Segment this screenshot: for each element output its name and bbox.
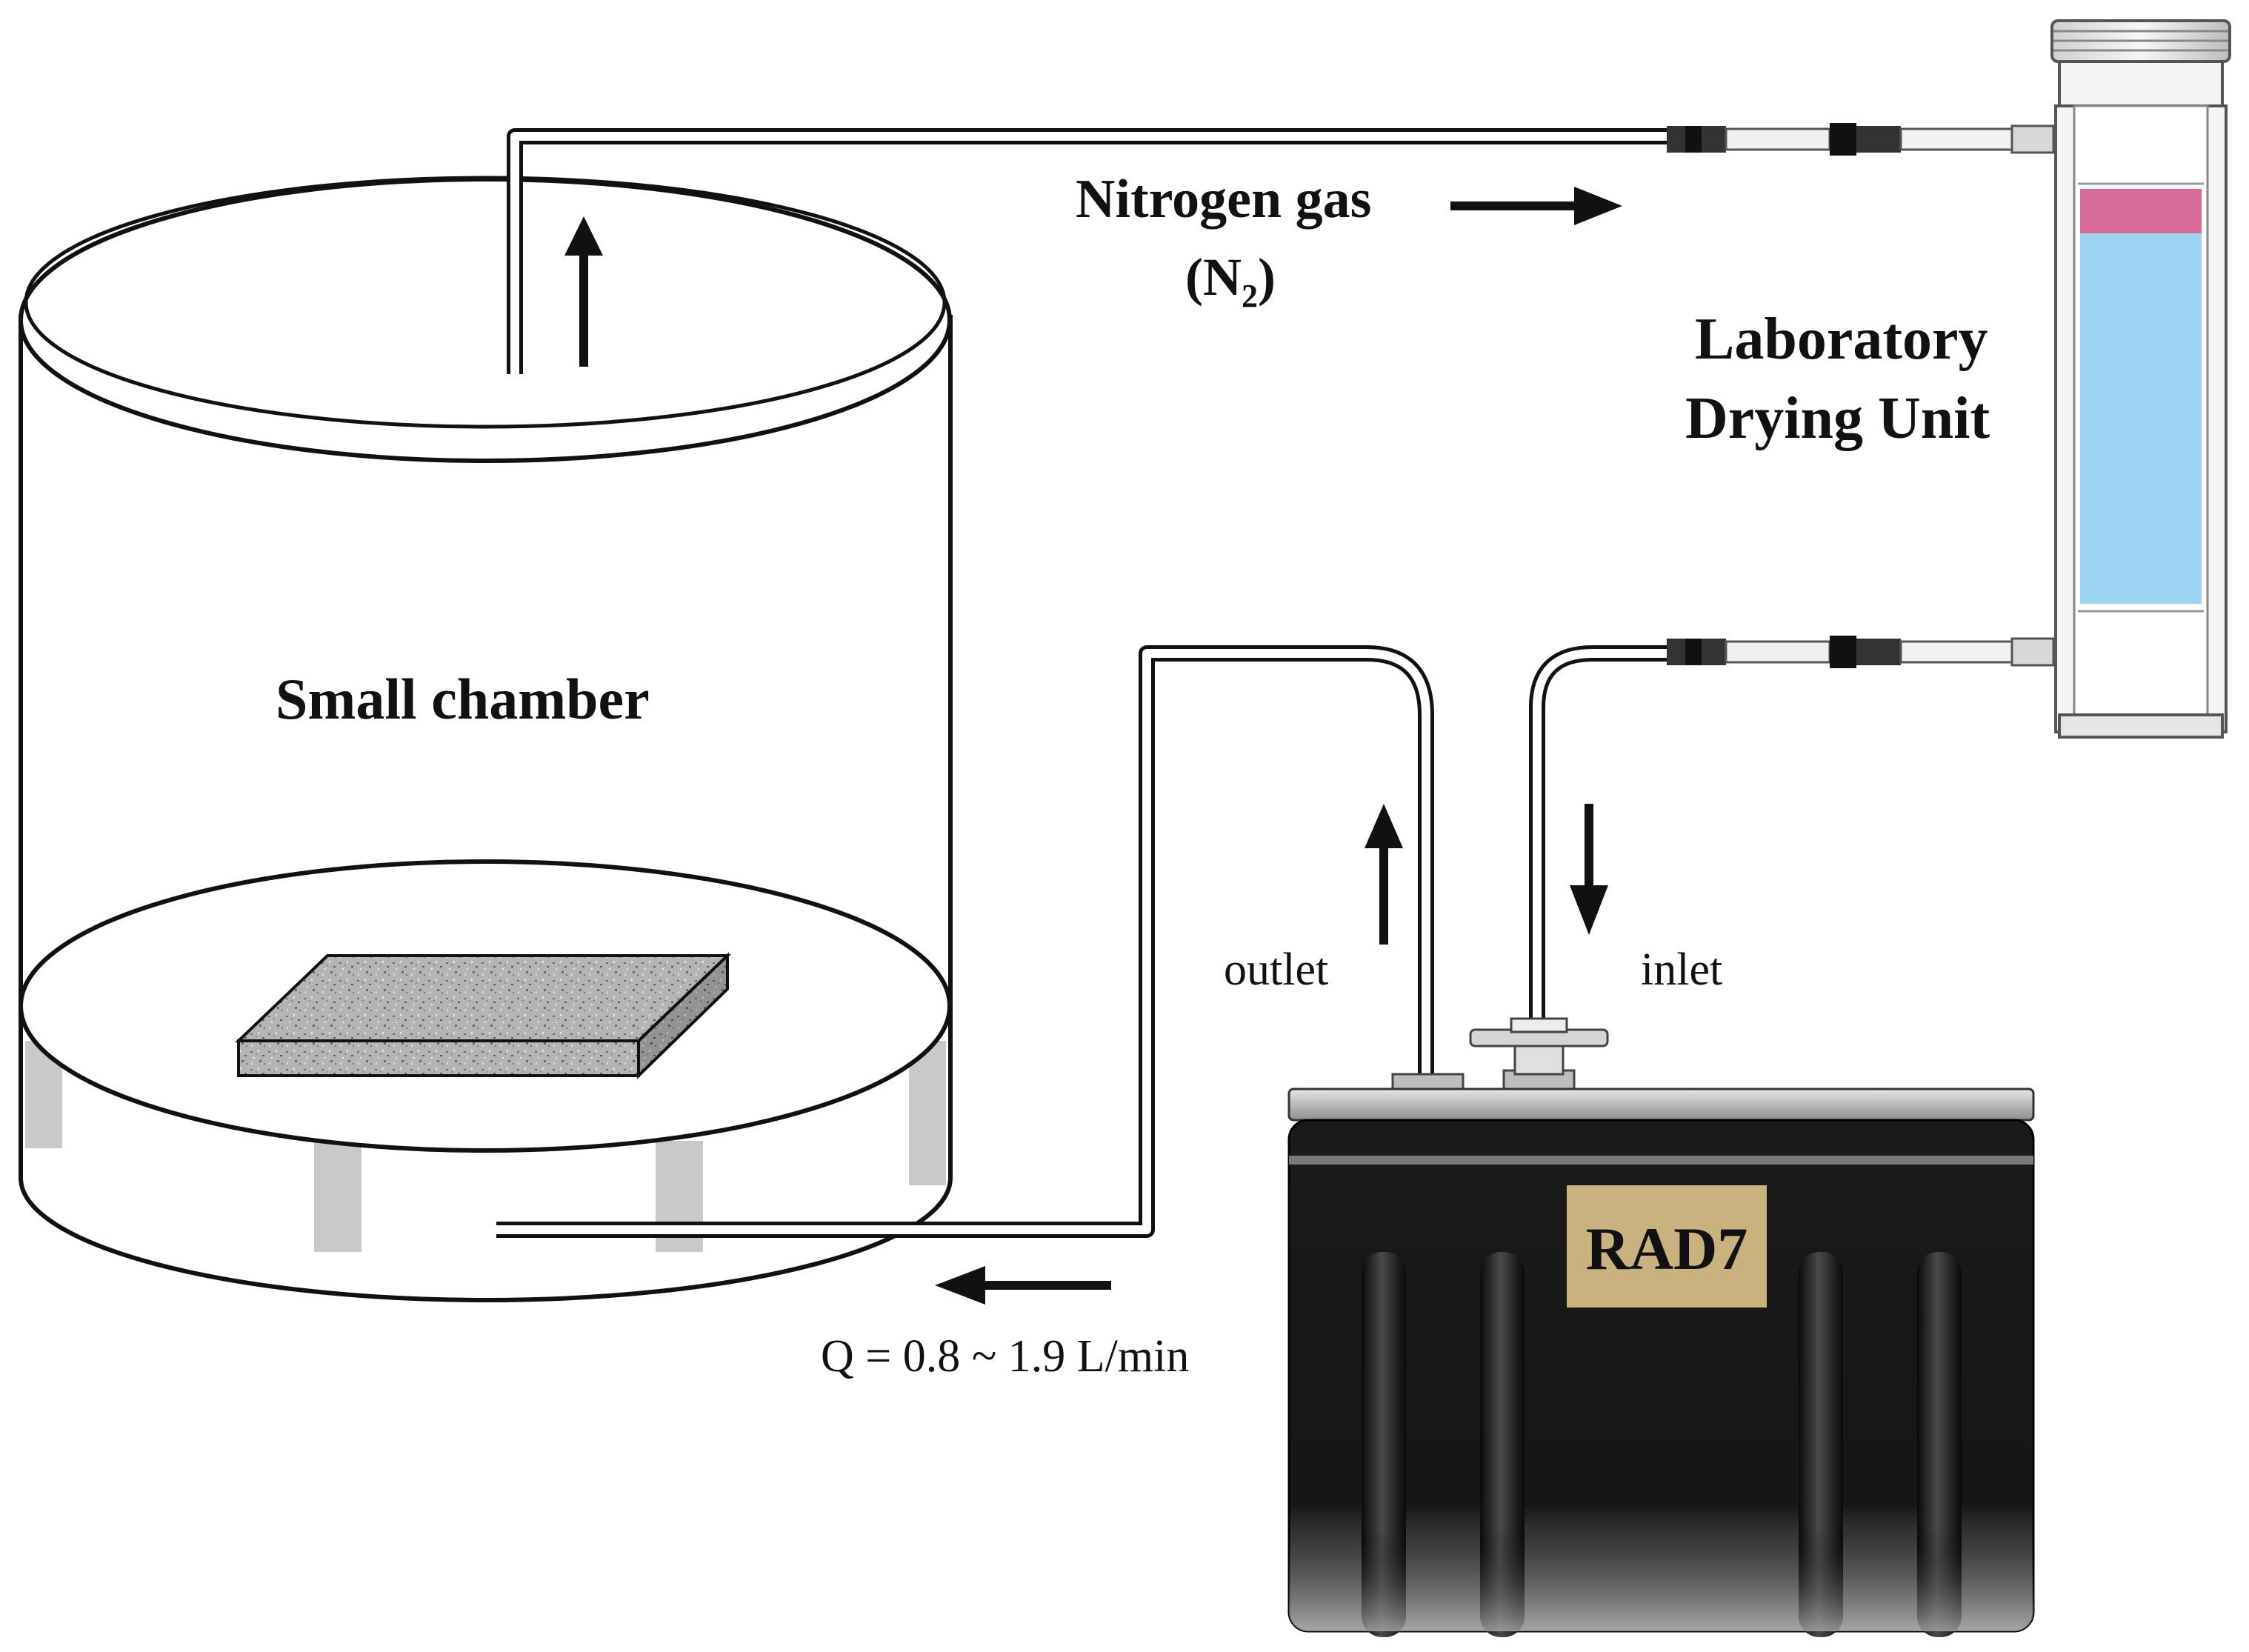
chamber-leg <box>909 1041 946 1185</box>
rad7-device <box>1287 1017 2035 1637</box>
outlet-port <box>1391 1073 1465 1090</box>
coupling-bottom <box>1667 636 2055 668</box>
drying-unit-label-line1: Laboratory <box>1695 307 1988 372</box>
nitrogen-formula-subscript: 2 <box>1241 278 1258 314</box>
arrow-outlet-up-head <box>1365 804 1403 848</box>
small-chamber <box>19 176 953 1302</box>
arrow-chamber-up-head <box>564 216 603 256</box>
chamber-lid-rim <box>24 176 947 429</box>
drying-unit <box>2050 19 2231 739</box>
desiccant-bed <box>2080 233 2202 604</box>
flow-arrows <box>564 187 1622 1305</box>
drying-unit-label-line2: Drying Unit <box>1685 386 1990 451</box>
rad7-label: RAD7 <box>1585 1215 1748 1282</box>
desiccant-indicator <box>2080 189 2202 233</box>
nitrogen-formula-suffix: ) <box>1257 247 1276 307</box>
nitrogen-formula-label: (N2) <box>1185 247 1276 313</box>
outlet-label: outlet <box>1224 945 1329 995</box>
arrow-inlet-down-head <box>1570 885 1608 935</box>
small-chamber-label: Small chamber <box>276 667 650 731</box>
rad7-label-plate <box>1567 1185 1767 1308</box>
chamber-lid <box>19 177 952 463</box>
coupling-top <box>1667 123 2055 156</box>
nitrogen-gas-label: Nitrogen gas <box>1076 169 1372 230</box>
chamber-leg <box>314 1141 361 1252</box>
nitrogen-formula-prefix: (N <box>1185 247 1242 307</box>
arrow-nitrogen-right-head <box>1574 187 1622 225</box>
tubing <box>496 128 1670 1238</box>
flow-rate-label: Q = 0.8 ~ 1.9 L/min <box>821 1331 1190 1382</box>
sample-slab <box>235 952 731 1079</box>
arrow-flow-left-head <box>935 1266 985 1305</box>
chamber-bottom <box>19 1177 953 1302</box>
inlet-label: inlet <box>1641 945 1723 995</box>
